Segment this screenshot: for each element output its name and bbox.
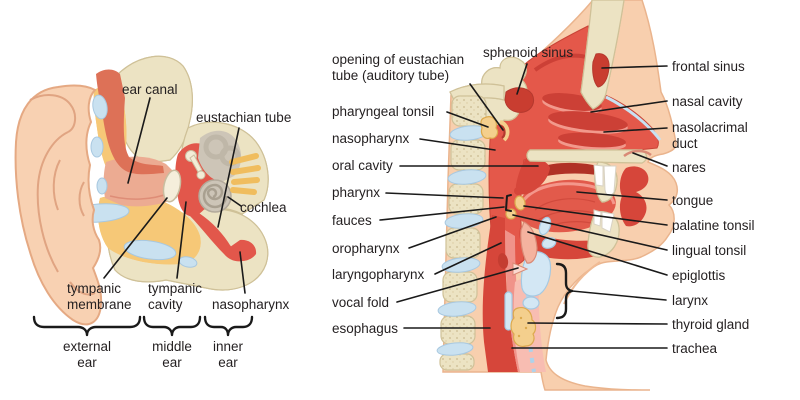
label-fauces: fauces <box>332 213 372 228</box>
outer-ear-pinna <box>14 84 103 326</box>
canal-skin-strip <box>96 69 164 175</box>
label-nasopharynx-head: nasopharynx <box>332 131 410 146</box>
label-pharyngeal-tonsil: pharyngeal tonsil <box>332 104 435 119</box>
epiglottis-shape <box>520 221 538 264</box>
palatine-tonsil-shape <box>514 195 526 211</box>
head-illustration <box>436 0 679 391</box>
label-pharynx: pharynx <box>332 185 381 200</box>
ossicles-shape <box>185 150 206 180</box>
eustachian-tube-shape <box>190 210 257 262</box>
thyroid-gland-shape <box>510 307 537 347</box>
label-palatine-tonsil: palatine tonsil <box>672 218 755 233</box>
fauces-bracket <box>505 194 512 212</box>
label-larynx: larynx <box>672 293 709 308</box>
label-cochlea: cochlea <box>240 200 287 215</box>
middle-ear-brace <box>142 315 202 337</box>
tympanic-membrane-shape <box>162 169 182 203</box>
label-oropharynx: oropharynx <box>332 241 400 256</box>
oral-cavity-shape <box>536 162 612 178</box>
label-esophagus: esophagus <box>332 321 399 336</box>
label-tongue: tongue <box>672 193 714 208</box>
esophagus-shape <box>482 215 518 372</box>
nasal-conchae-shape <box>542 93 628 151</box>
nares-shape <box>623 149 652 158</box>
region-braces <box>32 262 574 337</box>
arytenoid-shape <box>497 253 509 269</box>
label-lingual-tonsil: lingual tonsil <box>672 243 747 258</box>
vertebral-column-shape <box>436 95 489 371</box>
ear-illustration <box>14 55 269 326</box>
label-eustachian-tube: eustachian tube <box>196 110 292 125</box>
label-nares: nares <box>672 160 706 175</box>
label-thyroid-gland: thyroid gland <box>672 317 750 332</box>
label-frontal-sinus: frontal sinus <box>672 59 745 74</box>
external-ear-brace <box>32 315 142 337</box>
larynx-brace <box>555 262 574 320</box>
label-trachea: trachea <box>672 341 718 356</box>
label-ear-canal: ear canal <box>122 82 178 97</box>
label-epiglottis: epiglottis <box>672 268 726 283</box>
label-sphenoid-sinus: sphenoid sinus <box>483 45 574 60</box>
pharyngeal-tonsil-shape <box>480 116 499 139</box>
label-laryngopharynx: laryngopharynx <box>332 267 425 282</box>
label-nasal-cavity: nasal cavity <box>672 94 743 109</box>
label-nasopharynx-ear: nasopharynx <box>212 297 290 312</box>
sphenoid-sinus-shape <box>504 87 535 113</box>
inner-ear-brace <box>203 315 254 337</box>
frontal-sinus-shape <box>592 53 610 88</box>
eustachian-opening-shape <box>499 120 510 142</box>
label-oral-cavity: oral cavity <box>332 158 393 173</box>
label-vocal-fold: vocal fold <box>332 295 390 310</box>
leader-lines <box>103 63 668 349</box>
auditory-nerve-shape <box>229 153 261 195</box>
